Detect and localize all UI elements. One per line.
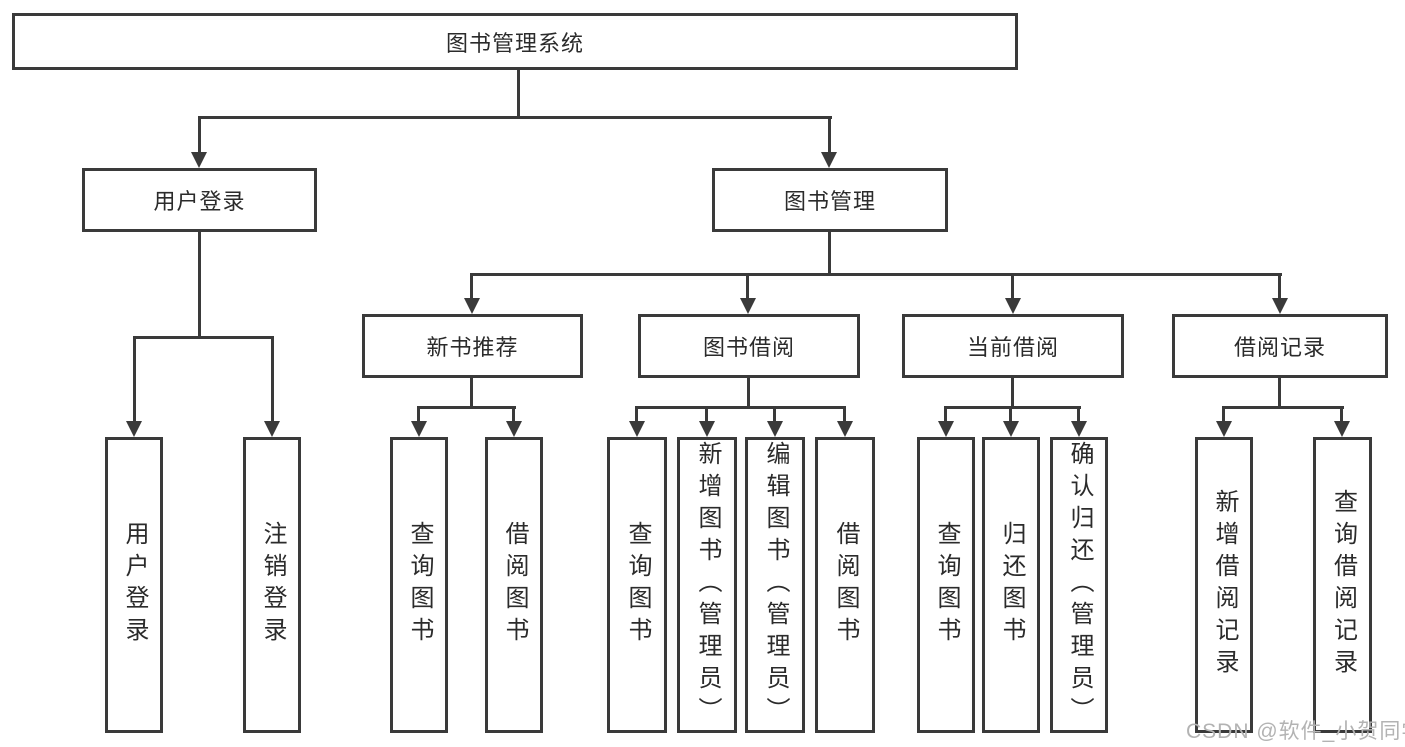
connector-line bbox=[1222, 406, 1225, 423]
arrow-down-icon bbox=[629, 421, 645, 437]
connector-line bbox=[1011, 378, 1014, 408]
node-label: 图书管理系统 bbox=[445, 30, 584, 56]
connector-line bbox=[636, 406, 846, 409]
connector-line bbox=[705, 406, 708, 423]
connector-line bbox=[133, 336, 136, 423]
node-book-management: 图书管理 bbox=[712, 168, 948, 232]
connector-line bbox=[944, 406, 947, 423]
arrow-down-icon bbox=[264, 421, 280, 437]
node-label: 图书借阅 bbox=[702, 335, 795, 360]
leaf-label: 查询图书 bbox=[624, 521, 651, 649]
leaf-label: 用户登录 bbox=[121, 521, 148, 649]
csdn-watermark: CSDN @软件_小贺同学 bbox=[1186, 720, 1405, 743]
arrow-down-icon bbox=[1005, 298, 1021, 314]
connector-line bbox=[471, 273, 1282, 276]
connector-line bbox=[1278, 273, 1281, 300]
connector-line bbox=[828, 232, 831, 275]
arrow-down-icon bbox=[411, 421, 427, 437]
connector-line bbox=[512, 406, 515, 423]
leaf-add-books-admin: 新增图书（管理员） bbox=[677, 437, 737, 733]
leaf-label: 借阅图书 bbox=[501, 521, 528, 649]
leaf-edit-books-admin: 编辑图书（管理员） bbox=[745, 437, 805, 733]
leaf-query-books-current: 查询图书 bbox=[917, 437, 975, 733]
connector-line bbox=[1011, 273, 1014, 300]
connector-line bbox=[198, 232, 201, 336]
connector-line bbox=[417, 406, 420, 423]
leaf-label: 注销登录 bbox=[259, 521, 286, 649]
node-label: 新书推荐 bbox=[426, 335, 519, 360]
connector-line bbox=[746, 273, 749, 300]
leaf-label: 查询图书 bbox=[406, 521, 433, 649]
node-label: 图书管理 bbox=[783, 189, 876, 214]
connector-line bbox=[843, 406, 846, 423]
arrow-down-icon bbox=[191, 152, 207, 168]
arrow-down-icon bbox=[1216, 421, 1232, 437]
arrow-down-icon bbox=[126, 421, 142, 437]
leaf-label: 新增借阅记录 bbox=[1211, 489, 1238, 681]
connector-line bbox=[1340, 406, 1343, 423]
leaf-label: 查询图书 bbox=[933, 521, 960, 649]
connector-line bbox=[470, 378, 473, 408]
node-borrow-records: 借阅记录 bbox=[1172, 314, 1388, 378]
leaf-label: 查询借阅记录 bbox=[1329, 489, 1357, 681]
leaf-label: 借阅图书 bbox=[832, 521, 859, 649]
arrow-down-icon bbox=[1334, 421, 1350, 437]
leaf-label: 归还图书 bbox=[998, 521, 1025, 649]
connector-line bbox=[133, 336, 274, 339]
connector-line bbox=[945, 406, 1081, 409]
arrow-down-icon bbox=[699, 421, 715, 437]
node-root: 图书管理系统 bbox=[12, 13, 1018, 70]
connector-line bbox=[1077, 406, 1080, 423]
connector-line bbox=[470, 273, 473, 300]
node-current-borrow: 当前借阅 bbox=[902, 314, 1124, 378]
leaf-add-borrow-record: 新增借阅记录 bbox=[1195, 437, 1253, 733]
leaf-confirm-return-admin: 确认归还（管理员） bbox=[1050, 437, 1108, 733]
leaf-query-borrow-record: 查询借阅记录 bbox=[1313, 437, 1372, 733]
leaf-query-books-borrow: 查询图书 bbox=[607, 437, 667, 733]
connector-line bbox=[198, 116, 832, 119]
leaf-return-books: 归还图书 bbox=[982, 437, 1040, 733]
node-new-book-recommend: 新书推荐 bbox=[362, 314, 583, 378]
node-label: 借阅记录 bbox=[1233, 335, 1326, 360]
node-book-borrow: 图书借阅 bbox=[638, 314, 860, 378]
leaf-label: 新增图书（管理员） bbox=[694, 441, 721, 729]
connector-line bbox=[747, 378, 750, 408]
connector-line bbox=[198, 116, 201, 154]
arrow-down-icon bbox=[767, 421, 783, 437]
connector-line bbox=[828, 116, 831, 154]
arrow-down-icon bbox=[506, 421, 522, 437]
leaf-user-login: 用户登录 bbox=[105, 437, 163, 733]
arrow-down-icon bbox=[1071, 421, 1087, 437]
arrow-down-icon bbox=[938, 421, 954, 437]
node-label: 用户登录 bbox=[153, 189, 246, 214]
connector-line bbox=[1223, 406, 1344, 409]
leaf-logout-login: 注销登录 bbox=[243, 437, 301, 733]
connector-line bbox=[517, 70, 520, 116]
connector-line bbox=[1009, 406, 1012, 423]
connector-line bbox=[417, 406, 516, 409]
connector-line bbox=[1278, 378, 1281, 408]
leaf-label: 编辑图书（管理员） bbox=[762, 441, 789, 729]
leaf-query-books-recommend: 查询图书 bbox=[390, 437, 448, 733]
leaf-label: 确认归还（管理员） bbox=[1066, 441, 1093, 729]
connector-line bbox=[271, 336, 274, 423]
arrow-down-icon bbox=[837, 421, 853, 437]
arrow-down-icon bbox=[740, 298, 756, 314]
node-label: 当前借阅 bbox=[966, 335, 1059, 360]
arrow-down-icon bbox=[464, 298, 480, 314]
leaf-borrow-books: 借阅图书 bbox=[815, 437, 875, 733]
arrow-down-icon bbox=[821, 152, 837, 168]
arrow-down-icon bbox=[1003, 421, 1019, 437]
node-user-login: 用户登录 bbox=[82, 168, 317, 232]
connector-line bbox=[773, 406, 776, 423]
connector-line bbox=[635, 406, 638, 423]
arrow-down-icon bbox=[1272, 298, 1288, 314]
leaf-borrow-books-recommend: 借阅图书 bbox=[485, 437, 543, 733]
